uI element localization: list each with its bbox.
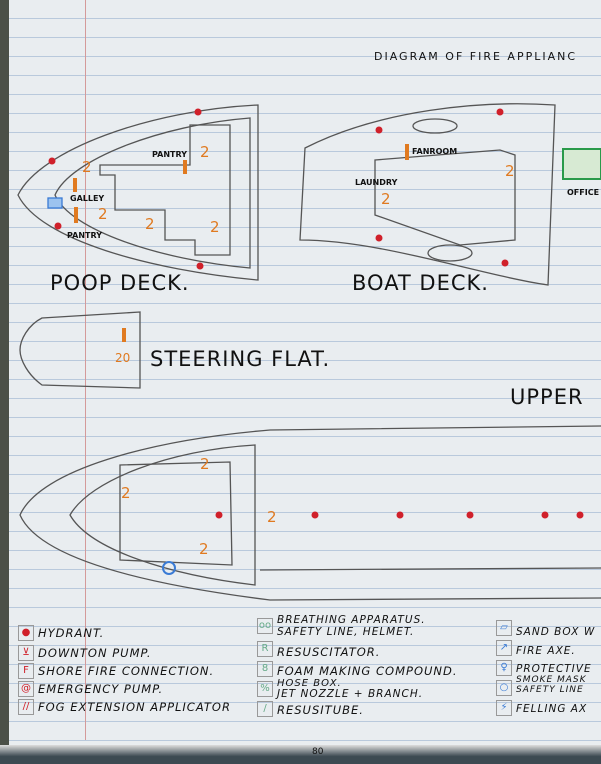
felling-axe-icon: ⚡ bbox=[496, 700, 512, 716]
count-label: 2 bbox=[381, 190, 391, 208]
count-label: 2 bbox=[199, 540, 209, 558]
boat-deck-outline bbox=[299, 103, 556, 286]
upper-deck-label: UPPER bbox=[510, 385, 584, 409]
hydrant-icon bbox=[196, 262, 204, 270]
hydrant-icon bbox=[466, 511, 474, 519]
emergency-pump-icon bbox=[162, 561, 176, 575]
legend-item: SMOKE MASK bbox=[516, 675, 587, 685]
count-label: 2 bbox=[98, 205, 108, 223]
fog-applicator-icon: // bbox=[18, 699, 34, 715]
legend-item: FIRE AXE. bbox=[516, 645, 576, 657]
legend-item: FOAM MAKING COMPOUND. bbox=[277, 664, 458, 678]
count-label: 2 bbox=[267, 508, 277, 526]
lifeboat bbox=[427, 244, 473, 262]
hydrant-icon: ● bbox=[18, 625, 34, 641]
hydrant-icon bbox=[396, 511, 404, 519]
legend-item: SAFETY LINE bbox=[516, 685, 584, 695]
steering-flat-outline bbox=[19, 311, 141, 389]
margin-line bbox=[85, 0, 86, 740]
hydrant-icon bbox=[54, 222, 62, 230]
legend-item: SHORE FIRE CONNECTION. bbox=[38, 664, 215, 678]
hose-box-icon: % bbox=[257, 681, 273, 697]
count-label: 2 bbox=[82, 158, 92, 176]
legend-item: SAND BOX W bbox=[516, 626, 596, 638]
extinguisher-icon bbox=[74, 207, 78, 223]
poop-deck-outline bbox=[17, 104, 259, 281]
downton-pump-icon: ⊻ bbox=[18, 645, 34, 661]
legend-item: DOWNTON PUMP. bbox=[38, 646, 152, 660]
room-label: PANTRY bbox=[67, 231, 102, 240]
lifeboat bbox=[412, 118, 458, 134]
hydrant-icon bbox=[215, 511, 223, 519]
room-label: OFFICE bbox=[567, 188, 600, 197]
count-label: 2 bbox=[210, 218, 220, 236]
extinguisher-icon bbox=[122, 328, 126, 342]
upper-deck-rooms bbox=[119, 461, 233, 566]
notebook-edge bbox=[0, 0, 9, 764]
extinguisher-icon bbox=[405, 144, 409, 160]
count-label: 2 bbox=[200, 455, 210, 473]
legend-item: PROTECTIVE bbox=[516, 663, 592, 675]
foam-compound-icon: 8 bbox=[257, 661, 273, 677]
emergency-pump-icon: @ bbox=[18, 681, 34, 697]
legend-item: BREATHING APPARATUS. bbox=[277, 614, 426, 626]
count-label: 2 bbox=[505, 162, 515, 180]
extinguisher-icon bbox=[73, 178, 77, 192]
hydrant-icon bbox=[194, 108, 202, 116]
boat-deck-label: BOAT DECK. bbox=[352, 271, 489, 295]
fire-axe-icon: ↗ bbox=[496, 640, 512, 656]
legend-item: HYDRANT. bbox=[38, 626, 105, 640]
boat-deck-inner bbox=[374, 149, 516, 246]
resusitube-icon: / bbox=[257, 701, 273, 717]
room-label: LAUNDRY bbox=[355, 178, 398, 187]
hydrant-icon bbox=[48, 157, 56, 165]
poop-deck-label: POOP DECK. bbox=[50, 271, 190, 295]
legend-item: HOSE BOX. bbox=[277, 678, 342, 689]
page-title: DIAGRAM OF FIRE APPLIANC bbox=[374, 50, 578, 63]
legend-item: JET NOZZLE + BRANCH. bbox=[277, 688, 424, 700]
smoke-mask-icon: ○ bbox=[496, 680, 512, 696]
room-label: FANROOM bbox=[412, 147, 458, 156]
breathing-apparatus-icon: oo bbox=[257, 618, 273, 634]
count-label: 2 bbox=[200, 143, 210, 161]
poop-deck-rooms bbox=[99, 124, 231, 256]
hydrant-icon bbox=[375, 126, 383, 134]
upper-deck-inner bbox=[69, 444, 256, 586]
protective-clothing-icon: ♀ bbox=[496, 660, 512, 676]
steering-flat-label: STEERING FLAT. bbox=[150, 347, 331, 371]
notebook-bottom-edge bbox=[0, 745, 601, 764]
hydrant-icon bbox=[375, 234, 383, 242]
poop-deck-inner bbox=[54, 117, 251, 269]
legend-item: SAFETY LINE, HELMET. bbox=[277, 626, 415, 638]
office-box bbox=[562, 148, 601, 180]
upper-deck-rail bbox=[259, 567, 601, 571]
count-label: 2 bbox=[145, 215, 155, 233]
count-label: 2 bbox=[121, 484, 131, 502]
legend-item: FELLING AX bbox=[516, 703, 588, 715]
legend-item: RESUSCITATOR. bbox=[277, 645, 381, 659]
hydrant-icon bbox=[311, 511, 319, 519]
hydrant-icon bbox=[576, 511, 584, 519]
room-label: GALLEY bbox=[70, 194, 105, 203]
hydrant-markers bbox=[48, 108, 584, 519]
hydrant-icon bbox=[496, 108, 504, 116]
hydrant-icon bbox=[501, 259, 509, 267]
legend-item: EMERGENCY PUMP. bbox=[38, 682, 164, 696]
shore-connection-icon: F bbox=[18, 663, 34, 679]
upper-deck-outline bbox=[19, 425, 601, 601]
sand-box-icon bbox=[47, 197, 63, 209]
room-label: PANTRY bbox=[152, 150, 187, 159]
resuscitator-icon: R bbox=[257, 641, 273, 657]
extinguisher-icon bbox=[183, 160, 187, 174]
legend-item: FOG EXTENSION APPLICATOR bbox=[38, 700, 231, 714]
legend-item: RESUSITUBE. bbox=[277, 703, 364, 717]
page-number: 80 bbox=[312, 747, 324, 757]
count-label: 20 bbox=[115, 351, 131, 365]
sand-box-icon: ▱ bbox=[496, 620, 512, 636]
extinguisher-markers bbox=[73, 144, 409, 342]
hydrant-icon bbox=[541, 511, 549, 519]
